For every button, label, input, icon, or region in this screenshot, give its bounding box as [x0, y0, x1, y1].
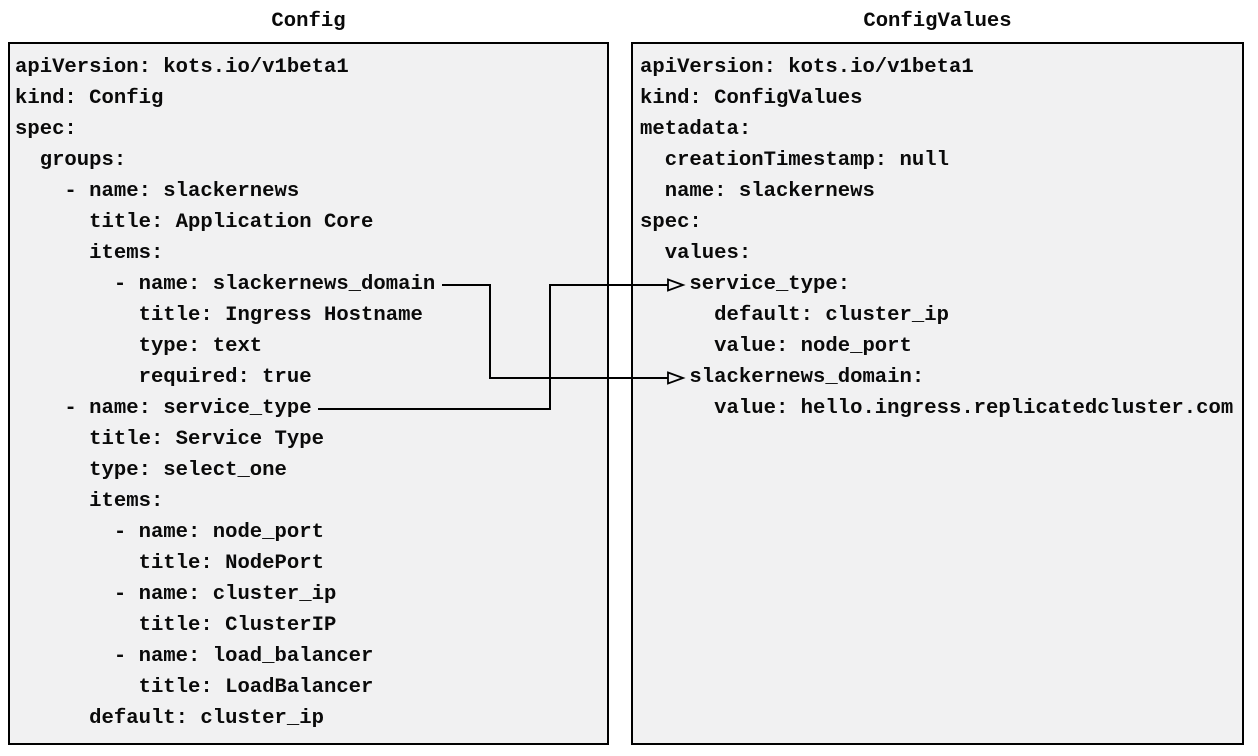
yaml-line: required: true — [15, 366, 312, 389]
yaml-line: - name: cluster_ip — [15, 583, 337, 606]
yaml-line-service-type-value: service_type: — [640, 273, 851, 296]
yaml-line: spec: — [640, 211, 702, 234]
configvalues-panel-title: ConfigValues — [863, 10, 1012, 33]
yaml-line-slackernews-domain: - name: slackernews_domain — [15, 273, 436, 296]
yaml-line: title: Service Type — [15, 428, 324, 451]
yaml-line: metadata: — [640, 118, 752, 141]
yaml-line: apiVersion: kots.io/v1beta1 — [640, 56, 974, 79]
yaml-line: apiVersion: kots.io/v1beta1 — [15, 56, 349, 79]
yaml-line: default: cluster_ip — [15, 707, 324, 730]
yaml-line: - name: load_balancer — [15, 645, 374, 668]
yaml-line: title: LoadBalancer — [15, 676, 374, 699]
yaml-line: kind: ConfigValues — [640, 87, 863, 110]
yaml-line: items: — [15, 242, 164, 265]
yaml-line: title: NodePort — [15, 552, 324, 575]
yaml-line: - name: node_port — [15, 521, 324, 544]
configvalues-yaml-block: apiVersion: kots.io/v1beta1 kind: Config… — [640, 52, 1233, 424]
yaml-line: value: hello.ingress.replicatedcluster.c… — [640, 397, 1234, 420]
yaml-line: groups: — [15, 149, 127, 172]
yaml-line: kind: Config — [15, 87, 164, 110]
yaml-line: title: Ingress Hostname — [15, 304, 423, 327]
yaml-line-slackernews-domain-value: slackernews_domain: — [640, 366, 925, 389]
yaml-line: creationTimestamp: null — [640, 149, 949, 172]
yaml-line-service-type: - name: service_type — [15, 397, 312, 420]
config-yaml-block: apiVersion: kots.io/v1beta1 kind: Config… — [15, 52, 435, 734]
yaml-line: spec: — [15, 118, 77, 141]
yaml-line: title: Application Core — [15, 211, 374, 234]
yaml-line: type: text — [15, 335, 263, 358]
configvalues-panel: apiVersion: kots.io/v1beta1 kind: Config… — [631, 42, 1244, 745]
yaml-line: values: — [640, 242, 752, 265]
yaml-line: default: cluster_ip — [640, 304, 949, 327]
config-panel-title: Config — [271, 10, 346, 33]
yaml-line: - name: slackernews — [15, 180, 300, 203]
yaml-line: type: select_one — [15, 459, 287, 482]
yaml-line: items: — [15, 490, 164, 513]
yaml-line: name: slackernews — [640, 180, 875, 203]
yaml-line: value: node_port — [640, 335, 912, 358]
config-panel: apiVersion: kots.io/v1beta1 kind: Config… — [8, 42, 609, 745]
yaml-line: title: ClusterIP — [15, 614, 337, 637]
